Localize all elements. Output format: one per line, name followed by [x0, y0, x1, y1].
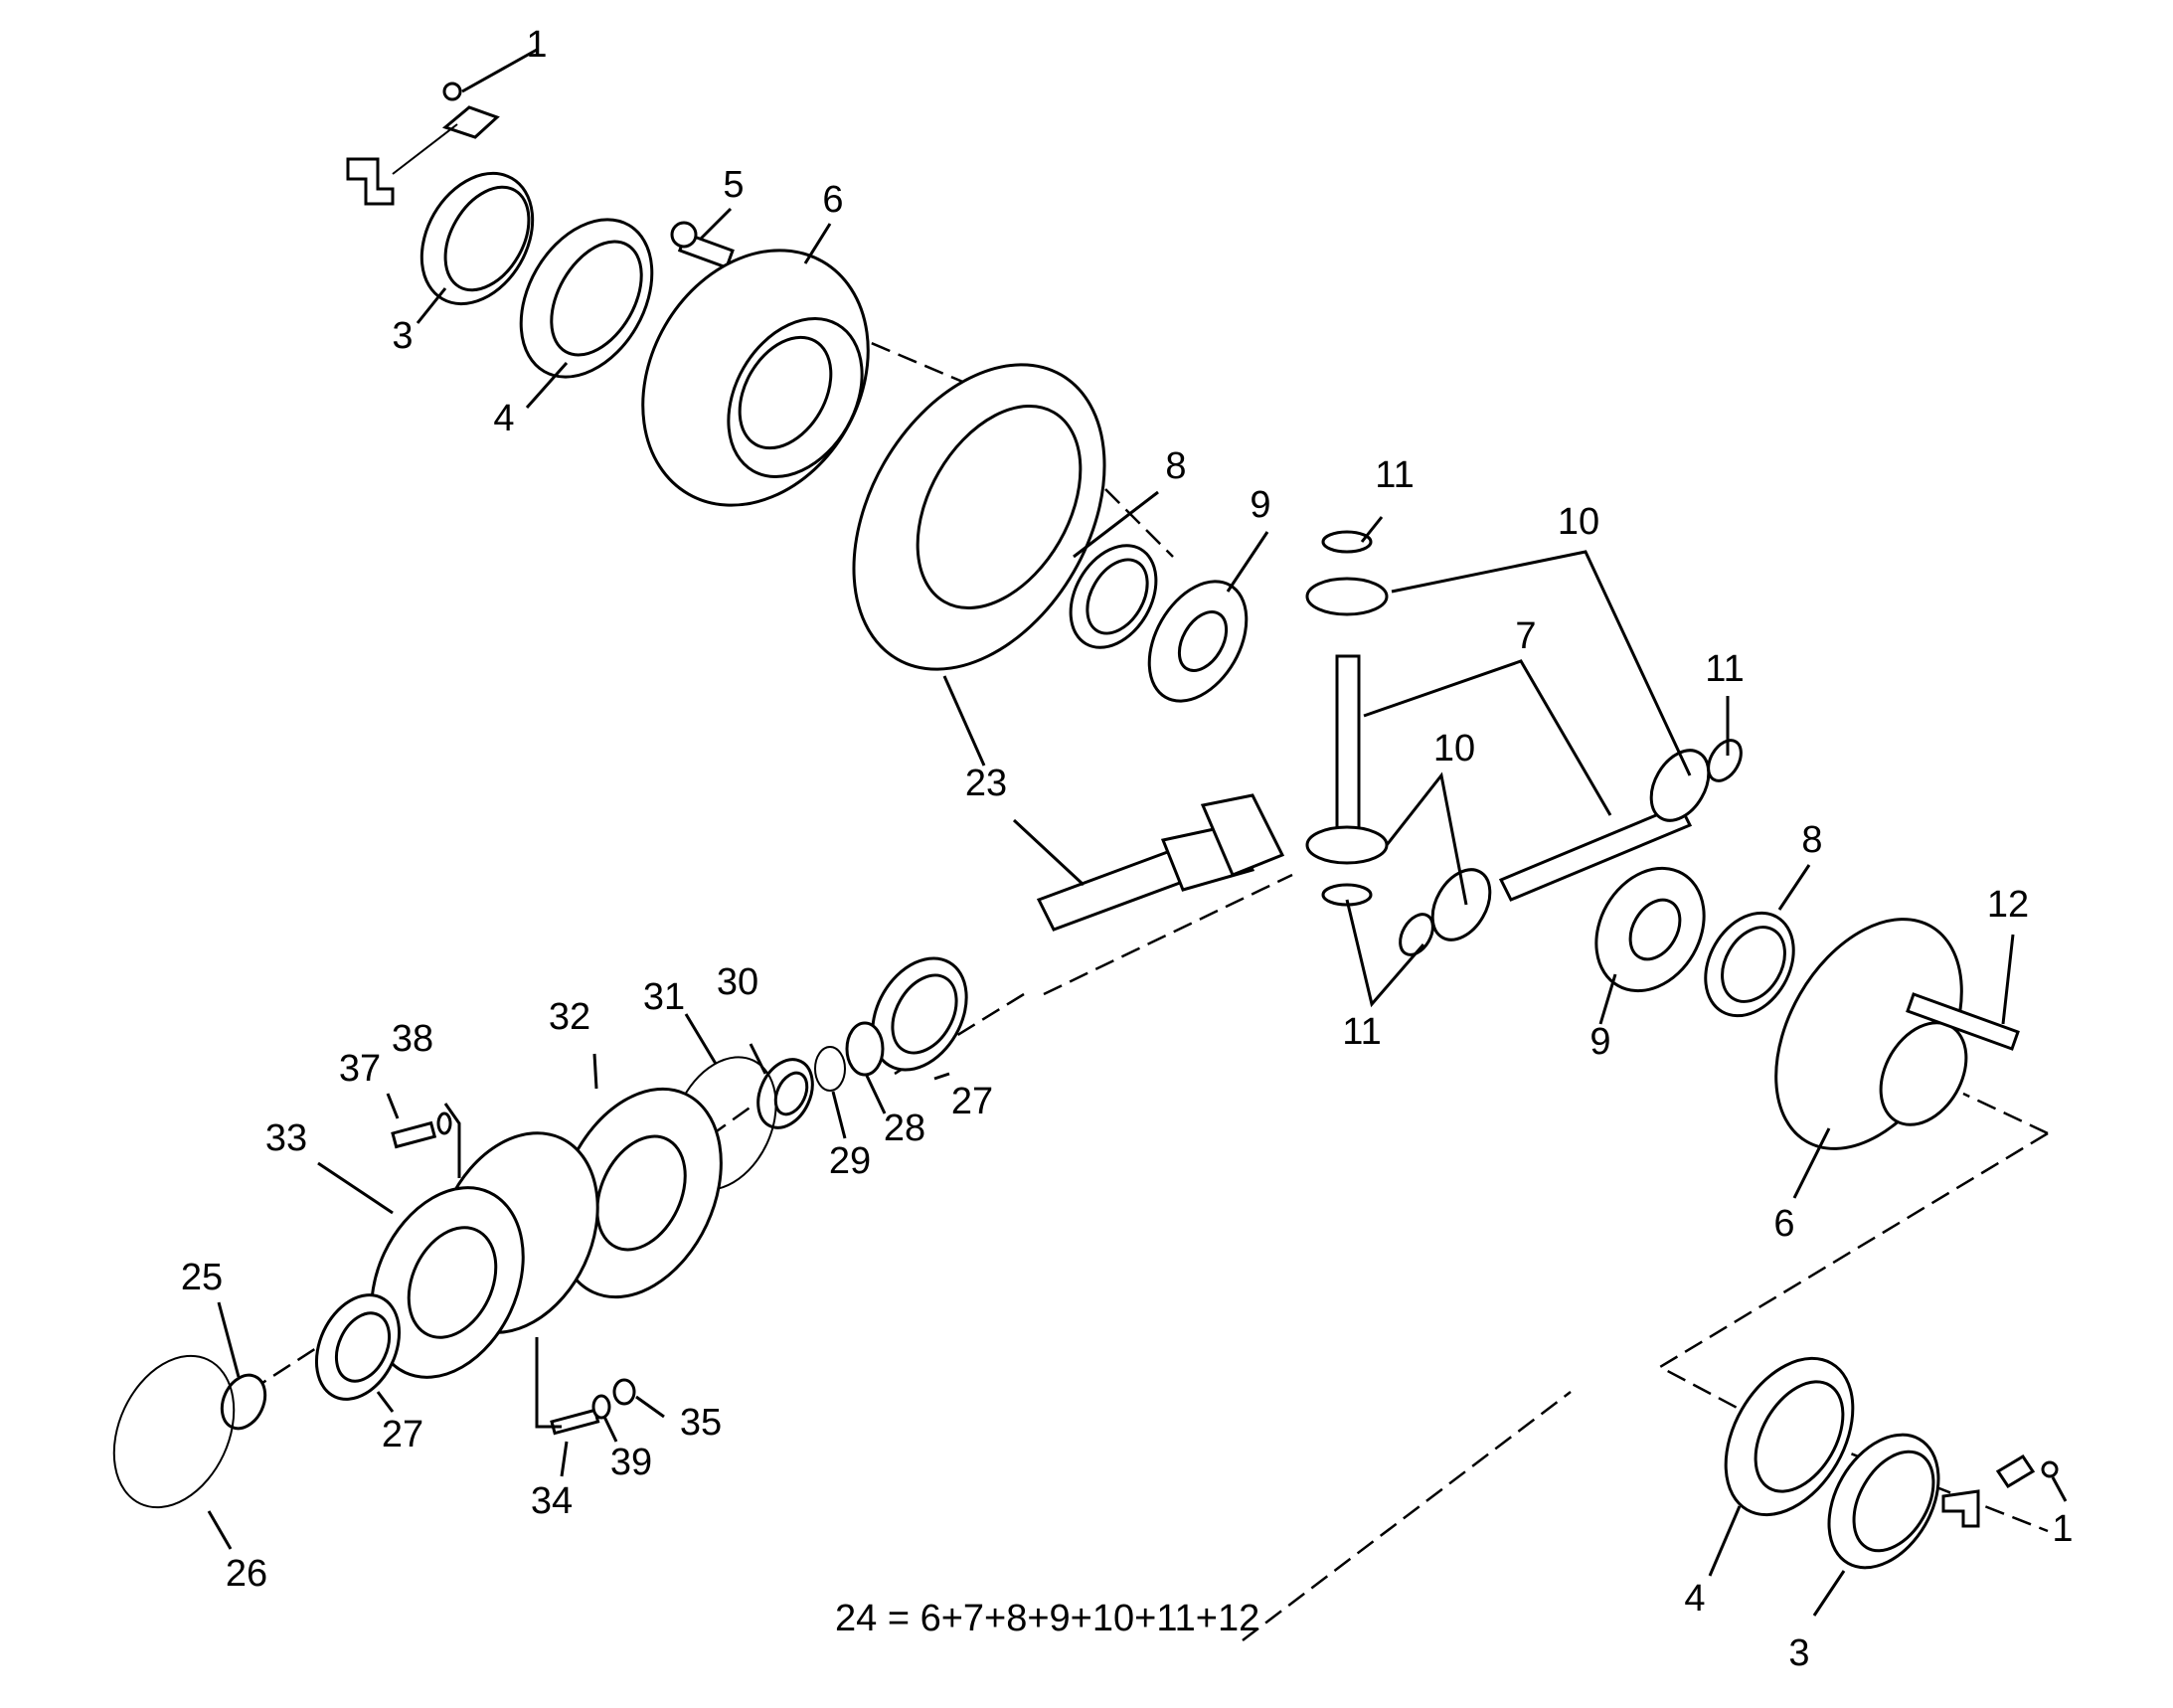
- callout-31: 31: [643, 976, 685, 1018]
- snap-ring-29: [814, 1046, 846, 1092]
- callout-33: 33: [265, 1117, 307, 1159]
- callout-25: 25: [181, 1257, 223, 1298]
- gasket-32: [556, 1087, 723, 1299]
- callout-11-bottom: 11: [1342, 1011, 1381, 1053]
- assembly-formula: 24 = 6+7+8+9+10+11+12: [835, 1598, 1259, 1639]
- bearing-top: [519, 218, 654, 379]
- callout-6-right: 6: [1773, 1203, 1794, 1245]
- adjuster-ring-bottom: [1827, 1433, 1940, 1570]
- callout-23: 23: [965, 763, 1007, 804]
- callout-30: 30: [717, 961, 758, 1003]
- thrust-washer-8b: [1704, 911, 1795, 1018]
- callout-29: 29: [829, 1140, 871, 1182]
- side-gear-9: [1147, 580, 1249, 703]
- callout-38: 38: [392, 1018, 433, 1060]
- clip-bracket-top: [346, 82, 500, 206]
- callout-12: 12: [1987, 884, 2029, 926]
- callout-1-top: 1: [526, 24, 547, 66]
- callout-34: 34: [531, 1480, 573, 1522]
- bearing-27a: [871, 956, 968, 1072]
- clip-bracket-bottom: [1941, 1453, 2059, 1528]
- callout-4-top: 4: [493, 398, 514, 439]
- seal-30: [756, 1058, 814, 1129]
- callout-8-right: 8: [1801, 819, 1822, 861]
- callout-1-bottom: 1: [2052, 1508, 2073, 1550]
- adjuster-ring-top: [419, 171, 535, 306]
- drive-pinion: [1036, 793, 1285, 932]
- callout-27-bottom: 27: [382, 1414, 423, 1455]
- callout-4-bottom: 4: [1684, 1578, 1705, 1620]
- callout-labels: 1 3 4 5 6 8 9 23 11 10 7 11 10 8 12 11 9…: [181, 24, 2074, 1674]
- pin-12: [1906, 992, 2020, 1051]
- spacer-28: [845, 1021, 885, 1077]
- callout-26: 26: [226, 1553, 267, 1595]
- callout-9-right: 9: [1589, 1021, 1610, 1063]
- spider-gears: [1305, 530, 1743, 956]
- callout-9-top: 9: [1250, 484, 1270, 526]
- callout-3-top: 3: [392, 315, 413, 357]
- ring-gear-23: [852, 363, 1106, 671]
- callout-11-right: 11: [1705, 648, 1744, 690]
- callout-7: 7: [1515, 615, 1536, 657]
- snap-ring-26: [112, 1354, 236, 1509]
- callout-27-top: 27: [951, 1081, 993, 1122]
- nut-25: [220, 1373, 267, 1431]
- callout-11-top: 11: [1375, 454, 1414, 496]
- callout-28: 28: [884, 1108, 925, 1149]
- leader-lines: [207, 48, 2068, 1617]
- diff-case-6b: [1774, 918, 1968, 1150]
- callout-35: 35: [680, 1402, 722, 1444]
- callout-10-top: 10: [1558, 501, 1599, 543]
- bolt-5: [670, 221, 735, 269]
- bearing-27b: [314, 1293, 402, 1401]
- callout-10-mid: 10: [1433, 728, 1475, 769]
- side-gear-9b: [1594, 866, 1706, 993]
- callout-37: 37: [339, 1048, 381, 1090]
- callout-8-top: 8: [1165, 445, 1186, 487]
- thrust-washer-8: [1069, 544, 1158, 649]
- bolt-37-washer-38: [391, 1111, 452, 1149]
- pinion-cage-33: [370, 1131, 599, 1379]
- callout-3-bottom: 3: [1788, 1632, 1809, 1674]
- callout-32: 32: [549, 996, 590, 1038]
- callout-6-top: 6: [822, 179, 843, 221]
- callout-39: 39: [610, 1442, 652, 1483]
- callout-5: 5: [723, 164, 744, 206]
- stud-34-washer-39-nut-35: [550, 1378, 636, 1436]
- diff-case-flange-6: [641, 249, 870, 507]
- bearing-bottom: [1724, 1356, 1855, 1517]
